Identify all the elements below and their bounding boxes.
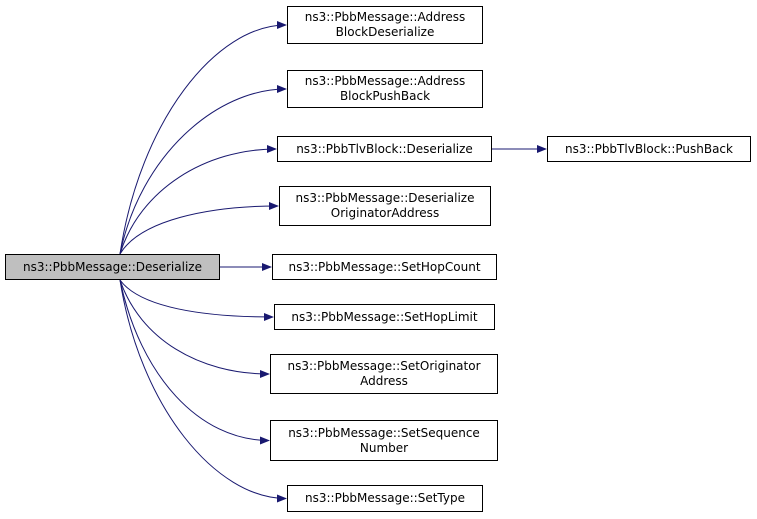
node-label: ns3::PbbTlvBlock::PushBack xyxy=(565,141,733,156)
edge-root-to-tlvd xyxy=(119,145,277,255)
node-pbbmessage-addressblockdeserialize[interactable]: ns3::PbbMessage::Address BlockDeserializ… xyxy=(287,6,483,44)
node-pbbmessage-sethoplimit[interactable]: ns3::PbbMessage::SetHopLimit xyxy=(274,304,495,330)
node-label-line-2: BlockPushBack xyxy=(339,89,431,103)
node-label-line-1: ns3::PbbMessage::Address xyxy=(304,74,466,88)
node-label: ns3::PbbMessage::SetType xyxy=(305,491,465,505)
edge-root-to-st xyxy=(119,279,287,503)
edge-root-to-abp xyxy=(119,85,287,255)
node-label-line-1: ns3::PbbMessage::SetSequence xyxy=(288,425,480,440)
edge-root-to-ssn xyxy=(119,279,270,445)
node-pbbmessage-setsequencenumber[interactable]: ns3::PbbMessage::SetSequence Number xyxy=(270,420,498,461)
node-label-line-2: Number xyxy=(359,440,409,455)
node-label: ns3::PbbMessage::SetHopCount xyxy=(288,259,481,274)
edge-root-to-abd xyxy=(119,21,287,255)
node-label-line-2: Address xyxy=(360,374,408,388)
node-pbbmessage-sethopcount[interactable]: ns3::PbbMessage::SetHopCount xyxy=(272,254,497,280)
node-pbbmessage-addressblockpushback[interactable]: ns3::PbbMessage::Address BlockPushBack xyxy=(287,70,483,108)
node-pbbmessage-setoriginatoraddress[interactable]: ns3::PbbMessage::SetOriginator Address xyxy=(270,354,498,394)
edge-root-to-doa xyxy=(119,202,279,255)
node-pbbmessage-settype[interactable]: ns3::PbbMessage::SetType xyxy=(287,485,483,512)
node-label-line-2: BlockDeserialize xyxy=(335,25,435,39)
node-pbbmessage-deserializeoriginatoraddress[interactable]: ns3::PbbMessage::Deserialize OriginatorA… xyxy=(279,186,491,226)
node-pbbmessage-deserialize[interactable]: ns3::PbbMessage::Deserialize xyxy=(5,254,220,280)
node-pbbtlvblock-deserialize[interactable]: ns3::PbbTlvBlock::Deserialize xyxy=(277,136,492,162)
node-label: ns3::PbbMessage::SetHopLimit xyxy=(291,309,478,324)
edge-root-to-shl xyxy=(119,279,274,321)
node-label-line-1: ns3::PbbMessage::Address xyxy=(304,10,466,24)
node-label: ns3::PbbTlvBlock::Deserialize xyxy=(296,141,473,156)
node-label-line-1: ns3::PbbMessage::SetOriginator xyxy=(287,359,481,373)
edge-root-to-soa xyxy=(119,279,270,378)
node-label: ns3::PbbMessage::Deserialize xyxy=(23,259,202,274)
node-label-line-1: ns3::PbbMessage::Deserialize xyxy=(295,191,475,205)
node-label-line-2: OriginatorAddress xyxy=(330,206,440,220)
node-pbbtlvblock-pushback[interactable]: ns3::PbbTlvBlock::PushBack xyxy=(547,136,751,162)
